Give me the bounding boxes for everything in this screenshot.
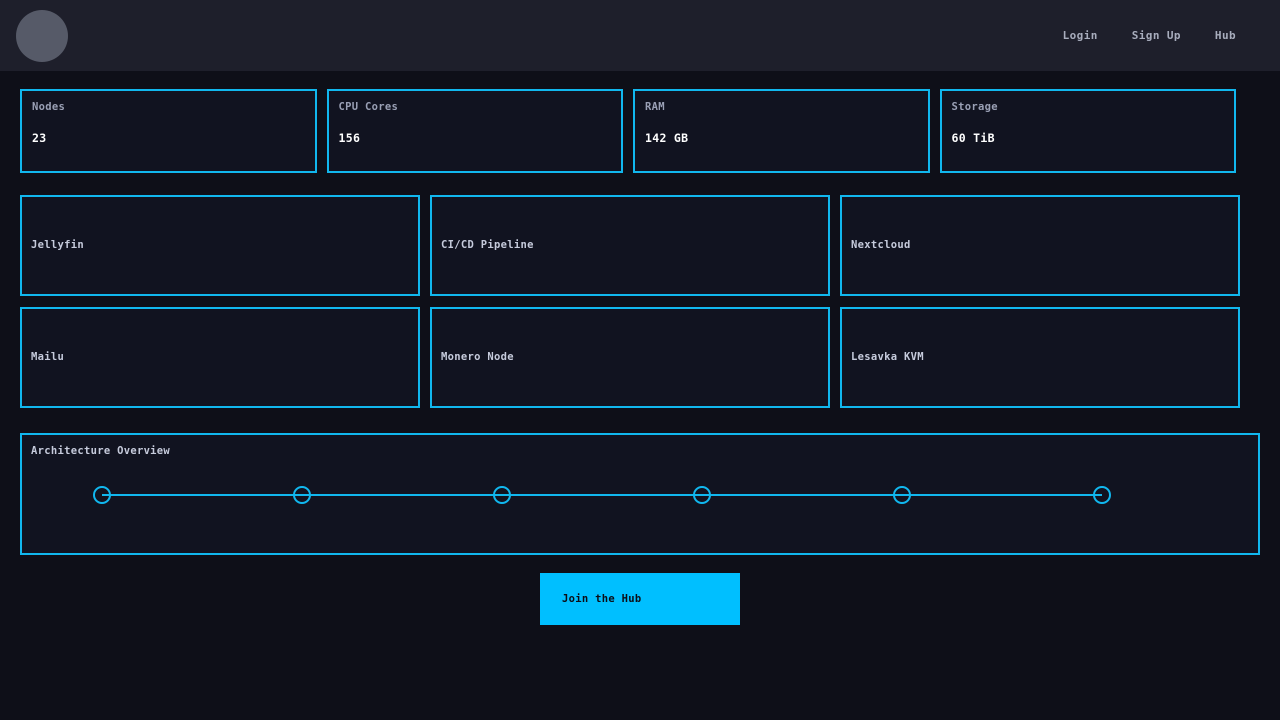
architecture-node-5[interactable] [893, 486, 911, 504]
header-left [16, 9, 68, 62]
stat-card-storage: Storage 60 TiB [939, 89, 1236, 173]
cta-section: Join the Hub [0, 573, 1280, 625]
join-the-hub-button[interactable]: Join the Hub [540, 573, 740, 625]
stat-value: 23 [32, 131, 47, 145]
user-avatar[interactable] [16, 9, 68, 62]
architecture-node-6[interactable] [1093, 486, 1111, 504]
stat-label: RAM [645, 101, 665, 113]
stat-label: Storage [951, 101, 998, 113]
stat-label: CPU Cores [338, 101, 399, 113]
architecture-diagram [93, 486, 1111, 504]
stats-row: Nodes 23 CPU Cores 156 RAM 142 GB Storag… [0, 71, 1280, 173]
architecture-title: Architecture Overview [31, 445, 171, 457]
nav-link-hub[interactable]: Hub [1214, 29, 1236, 42]
main-nav: Login Sign Up Hub [1063, 29, 1236, 42]
architecture-node-2[interactable] [293, 486, 311, 504]
stat-card-cpu-cores: CPU Cores 156 [326, 89, 623, 173]
stat-label: Nodes [32, 101, 66, 113]
service-card-lesavka-kvm[interactable]: Lesavka KVM [840, 307, 1240, 408]
app-header: Login Sign Up Hub [0, 0, 1280, 71]
service-name: Jellyfin [31, 239, 84, 251]
architecture-node-1[interactable] [93, 486, 111, 504]
service-name: Nextcloud [851, 239, 911, 251]
service-name: Mailu [31, 351, 65, 363]
nav-link-login[interactable]: Login [1062, 29, 1098, 42]
service-card-nextcloud[interactable]: Nextcloud [840, 195, 1240, 296]
service-name: Lesavka KVM [851, 351, 924, 363]
service-card-jellyfin[interactable]: Jellyfin [20, 195, 420, 296]
stat-card-nodes: Nodes 23 [20, 89, 317, 173]
service-card-monero-node[interactable]: Monero Node [430, 307, 830, 408]
nav-link-signup[interactable]: Sign Up [1131, 29, 1181, 42]
stat-value: 142 GB [645, 131, 689, 145]
architecture-node-4[interactable] [693, 486, 711, 504]
service-card-cicd-pipeline[interactable]: CI/CD Pipeline [430, 195, 830, 296]
service-name: CI/CD Pipeline [441, 239, 534, 251]
service-name: Monero Node [441, 351, 514, 363]
service-card-mailu[interactable]: Mailu [20, 307, 420, 408]
services-grid: Jellyfin CI/CD Pipeline Nextcloud Mailu … [0, 173, 1280, 408]
stat-value: 156 [338, 131, 361, 145]
architecture-node-3[interactable] [493, 486, 511, 504]
architecture-panel: Architecture Overview [20, 433, 1260, 555]
stat-value: 60 TiB [951, 131, 995, 145]
stat-card-ram: RAM 142 GB [633, 89, 930, 173]
page-body: Nodes 23 CPU Cores 156 RAM 142 GB Storag… [0, 71, 1280, 625]
